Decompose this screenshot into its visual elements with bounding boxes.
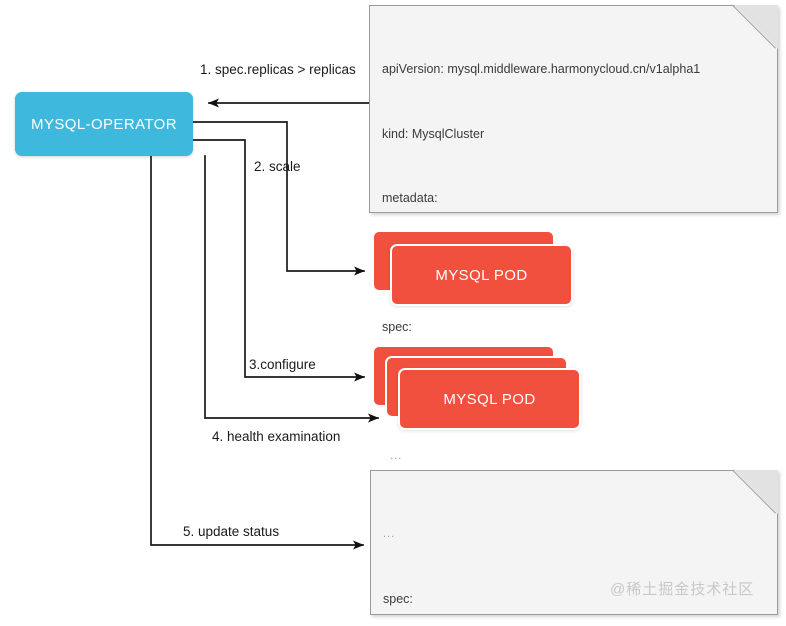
edge-4-path [204,155,379,423]
edge-5-path [150,155,364,550]
mysql-operator-node[interactable]: MYSQL-OPERATOR [15,92,193,156]
note-line: spec: [382,320,412,334]
pod-card-front: MYSQL POD [390,244,573,306]
edge-2-path [192,121,365,276]
edge-3-path [192,139,365,382]
mysql-pod-label: MYSQL POD [435,266,528,284]
note-line: spec: [383,591,413,606]
edge-label-health-examination: 4. health examination [212,429,341,444]
note-line: kind: MysqlCluster [382,126,485,141]
pod-card-front: MYSQL POD [398,368,581,430]
note-line: ... [383,528,396,540]
mysqlcluster-spec-note: apiVersion: mysql.middleware.harmonyclou… [369,5,778,592]
note-line: ... [382,450,403,462]
mysql-pod-label: MYSQL POD [443,390,536,408]
mysql-pod-stack-2[interactable]: MYSQL POD [372,345,582,437]
mysql-pod-stack-1[interactable]: MYSQL POD [372,230,577,308]
note-line: apiVersion: mysql.middleware.harmonyclou… [382,62,701,76]
mysqlcluster-status-note: ... spec: replicas: 3 ... status: phase:… [370,470,778,615]
edge-label-configure: 3.configure [249,357,316,372]
note-bottom-body: ... spec: replicas: 3 ... status: phase:… [371,471,777,626]
edge-label-scale: 2. scale [254,159,301,174]
edge-label-update-status: 5. update status [183,524,280,539]
watermark: @稀土掘金技术社区 [610,581,755,598]
mysql-operator-label: MYSQL-OPERATOR [31,115,177,133]
note-line: metadata: [382,191,438,205]
edge-label-spec-replicas: 1. spec.replicas > replicas [200,62,356,77]
